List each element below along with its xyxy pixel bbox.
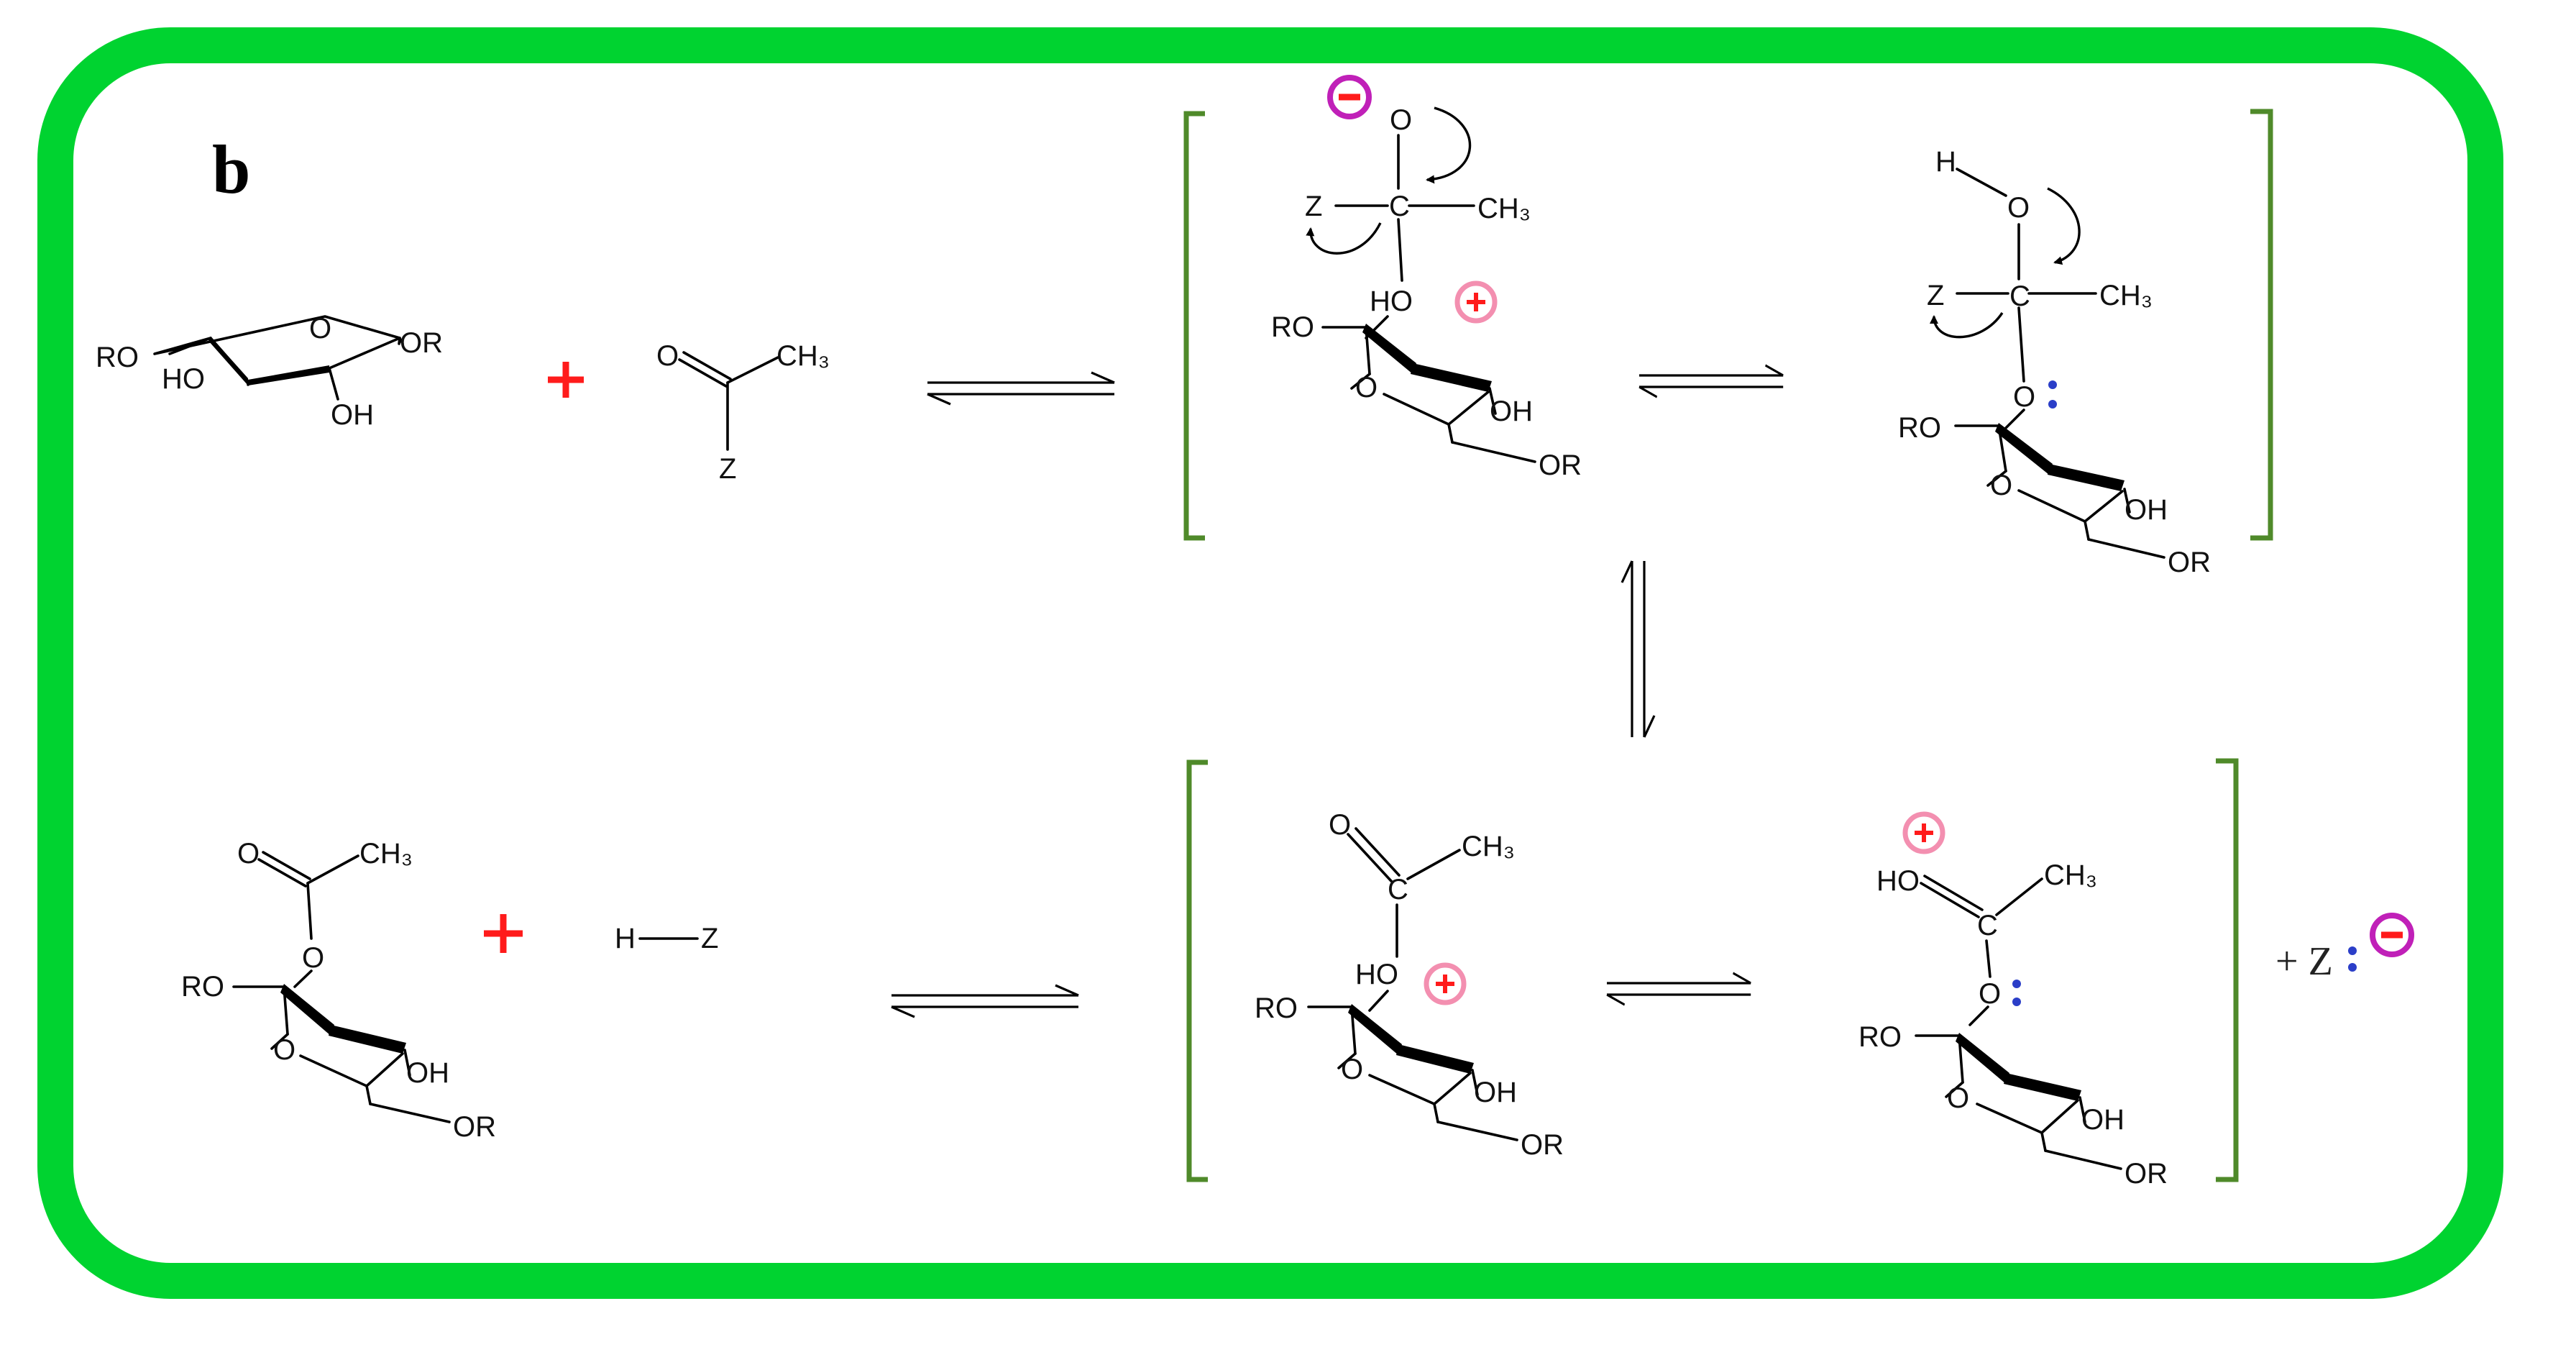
label-ro: RO — [96, 342, 139, 373]
plus-circle-icon — [1902, 811, 1945, 854]
label-o: O — [1990, 470, 2012, 501]
label-or: OR — [453, 1111, 496, 1143]
label-or: OR — [400, 327, 443, 359]
equilibrium-arrow-icon — [1605, 972, 1752, 1006]
lone-pair-dots-icon — [2048, 380, 2057, 409]
equilibrium-arrow-icon — [926, 371, 1116, 406]
label-o: O — [309, 313, 331, 344]
bracket-left-top — [1183, 111, 1205, 541]
equilibrium-arrow-icon — [1621, 560, 1656, 738]
label-o: O — [1947, 1082, 1969, 1114]
bracket-left-bottom — [1186, 759, 1208, 1182]
label-c: C — [1977, 910, 1998, 941]
label-oh: OH — [406, 1057, 449, 1089]
label-or: OR — [1521, 1129, 1564, 1161]
label-z: Z — [1927, 280, 1944, 311]
label-z: Z — [701, 923, 718, 954]
minus-circle-icon — [2370, 913, 2414, 957]
label-o: O — [656, 340, 679, 372]
label-oh: OH — [331, 399, 374, 431]
label-h: H — [1935, 146, 1956, 178]
label-or: OR — [1539, 449, 1582, 481]
label-o: O — [2013, 381, 2035, 413]
label-or: OR — [2124, 1158, 2168, 1190]
label-ho: HO — [1370, 286, 1413, 317]
label-c: C — [1388, 874, 1408, 905]
label-ch3: CH₃ — [1462, 831, 1515, 862]
bracket-right-bottom — [2216, 758, 2239, 1182]
label-ch3: CH₃ — [776, 340, 830, 372]
sugar-reactant: RO HO OH O OR — [96, 313, 443, 431]
label-o: O — [1341, 1054, 1363, 1085]
tetrahedral-intermediate-2: H O C Z CH₃ O RO O OH OR — [1898, 146, 2211, 578]
lone-pair-dots-icon — [2348, 946, 2357, 972]
bracket-right-top — [2250, 109, 2273, 541]
label-or: OR — [2168, 547, 2211, 578]
label-ho: HO — [162, 363, 205, 395]
label-o: O — [2007, 192, 2030, 224]
label-ro: RO — [1858, 1021, 1902, 1053]
label-ch3: CH₃ — [1477, 193, 1531, 224]
label-o: O — [1355, 372, 1378, 403]
acetylated-sugar-product: O CH₃ O RO O OH OR — [181, 838, 496, 1143]
label-ro: RO — [1255, 992, 1298, 1024]
minus-circle-icon — [1327, 75, 1372, 119]
label-o: O — [237, 838, 260, 870]
plus-circle-icon — [1424, 962, 1467, 1005]
label-c: C — [1389, 191, 1410, 222]
label-o: O — [1390, 104, 1412, 136]
label-ro: RO — [181, 971, 224, 1003]
label-o: O — [1329, 809, 1351, 841]
acyl-donor: O CH₃ Z — [656, 340, 830, 485]
label-c: C — [2009, 280, 2030, 312]
label-oh: OH — [2081, 1104, 2124, 1136]
plus-icon — [484, 914, 523, 953]
protonated-ester-intermediate: HO C CH₃ O RO O OH OR — [1858, 811, 2168, 1190]
label-o: O — [1979, 978, 2001, 1010]
label-ch3: CH₃ — [2044, 859, 2097, 891]
label-ro: RO — [1271, 311, 1314, 343]
label-z-anion: + Z — [2275, 939, 2333, 984]
plus-circle-icon — [1454, 280, 1498, 324]
label-ch3: CH₃ — [2099, 280, 2153, 311]
label-z: Z — [1305, 191, 1322, 222]
label-ho: HO — [1876, 865, 1920, 897]
leaving-group-anion: + Z — [2275, 913, 2414, 984]
equilibrium-arrow-icon — [1638, 364, 1784, 398]
plus-icon — [548, 362, 584, 398]
label-oh: OH — [2124, 494, 2168, 526]
label-h: H — [615, 923, 636, 954]
tetrahedral-intermediate-1: O C Z CH₃ HO RO O OH OR — [1271, 75, 1582, 481]
panel-label: b — [212, 131, 250, 208]
equilibrium-arrow-icon — [890, 984, 1080, 1018]
label-z: Z — [719, 453, 736, 485]
label-o: O — [273, 1034, 295, 1066]
label-oh: OH — [1474, 1077, 1517, 1108]
label-ch3: CH₃ — [359, 838, 413, 870]
label-ho: HO — [1355, 959, 1398, 990]
diagram-frame — [37, 27, 2503, 1299]
lone-pair-dots-icon — [2012, 980, 2021, 1006]
label-oh: OH — [1490, 396, 1533, 427]
label-o: O — [302, 942, 324, 974]
h-z-molecule: H Z — [615, 923, 718, 954]
label-ro: RO — [1898, 412, 1941, 444]
tetrahedral-intermediate-3: O C CH₃ HO RO O OH OR — [1255, 809, 1564, 1161]
